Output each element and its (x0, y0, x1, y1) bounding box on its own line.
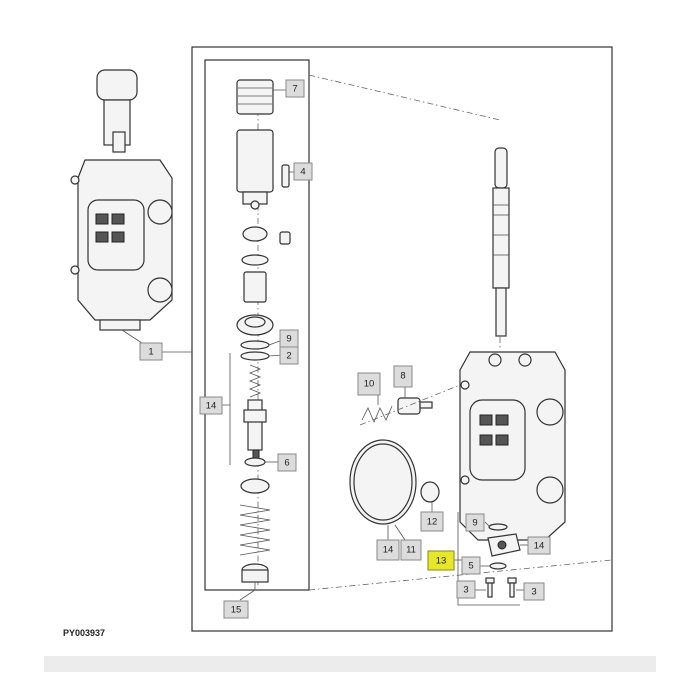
leader-line (457, 512, 520, 606)
plug-15 (241, 563, 269, 583)
callout-label: 3 (463, 585, 468, 596)
callout-11: 11 (400, 539, 422, 561)
callout-label: 6 (284, 458, 289, 469)
callout-1: 1 (139, 342, 163, 361)
spring-seat (240, 478, 270, 494)
cover-plate-14 (487, 533, 521, 557)
callout-label: 8 (400, 371, 405, 382)
callout-13-highlighted: 13 (427, 550, 455, 571)
callout-label: 9 (472, 518, 477, 529)
callout-14: 14 (527, 536, 551, 555)
spring-10 (361, 405, 393, 424)
poppet-8 (397, 397, 433, 415)
callout-label: 5 (468, 561, 473, 572)
seal-ring (242, 226, 268, 242)
callout-label: 1 (148, 347, 153, 358)
footer-bar (44, 656, 656, 672)
callout-14: 14 (376, 539, 400, 561)
callout-label: 11 (406, 545, 416, 556)
callout-9: 9 (279, 329, 299, 348)
spool-14 (243, 399, 267, 461)
plunger-housing (236, 129, 274, 210)
seat-washer (236, 314, 274, 336)
leader-line (222, 353, 231, 465)
o-ring (241, 254, 269, 266)
detail-frame-inner (204, 59, 310, 591)
connector-line (308, 559, 613, 591)
valve-section-right (459, 351, 566, 541)
leader-line (239, 582, 256, 601)
o-ring-6 (244, 457, 266, 467)
callout-label: 7 (292, 84, 297, 95)
bolt-3-right (507, 577, 517, 598)
callout-label: 14 (206, 401, 217, 412)
callout-label: 12 (427, 517, 438, 528)
callout-5: 5 (461, 556, 481, 575)
figure-code: PY003937 (63, 628, 106, 638)
valve-section-assembly-left (70, 69, 173, 331)
sleeve (243, 271, 267, 303)
callout-label: 2 (286, 351, 291, 362)
o-ring-9 (240, 340, 270, 350)
callout-label: 15 (231, 605, 242, 616)
callout-label: 10 (364, 379, 375, 390)
callout-label: 3 (531, 587, 536, 598)
callout-12: 12 (420, 511, 444, 532)
callout-3: 3 (456, 580, 476, 599)
spool-rod (492, 147, 510, 337)
callout-label: 9 (286, 334, 291, 345)
seal-ring-inner (353, 443, 413, 521)
small-pin (279, 231, 291, 245)
callout-3: 3 (523, 582, 545, 601)
detail-frame-outer (191, 46, 613, 632)
backup-ring-2 (240, 351, 270, 361)
callout-10: 10 (357, 372, 381, 396)
callout-14: 14 (199, 396, 223, 415)
callout-label: 4 (300, 167, 305, 178)
callout-8: 8 (393, 365, 413, 388)
axis-line (359, 384, 461, 426)
spring-small (248, 364, 262, 398)
callout-label: 14 (383, 545, 394, 556)
connector-line (308, 74, 501, 121)
callout-7: 7 (285, 79, 305, 98)
o-ring-9-right (488, 523, 508, 531)
callout-9: 9 (465, 513, 485, 532)
leader-line (394, 524, 406, 541)
plug-12 (420, 481, 440, 503)
callout-15: 15 (223, 600, 249, 619)
cap-7 (236, 79, 274, 115)
pin-4 (281, 164, 290, 188)
callout-6: 6 (277, 453, 297, 472)
bolt-3-left (485, 577, 495, 598)
spring-large (239, 504, 271, 556)
leader-line (484, 521, 491, 528)
callout-4: 4 (293, 162, 313, 181)
callout-label: 14 (534, 541, 545, 552)
callout-2: 2 (279, 346, 299, 365)
washer-5 (489, 562, 507, 570)
callout-label: 13 (436, 556, 447, 567)
